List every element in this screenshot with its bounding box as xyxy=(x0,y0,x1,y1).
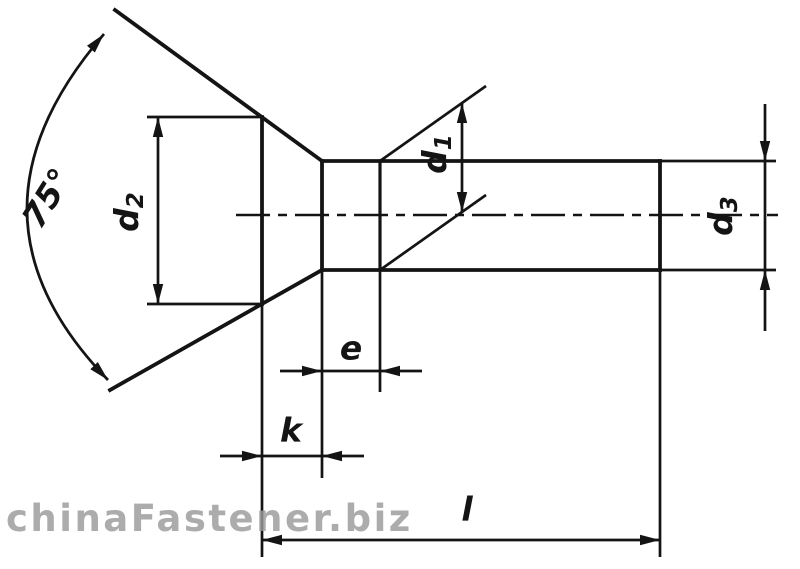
cone-lower-slant-line xyxy=(107,267,325,393)
l-dimension: l xyxy=(260,270,662,557)
d1-extension-lower xyxy=(379,193,487,272)
d2-label-sub: 2 xyxy=(123,192,149,208)
watermark-text: chinaFastener.biz xyxy=(6,497,413,540)
d3-label-sub: 3 xyxy=(717,196,743,212)
d3-dimension: d3 xyxy=(660,104,776,331)
d1-extension-upper xyxy=(379,84,487,163)
d3-label-base: d xyxy=(701,212,740,236)
d2-dimension: d2 xyxy=(107,115,262,306)
l-label: l xyxy=(461,490,473,529)
part-outline xyxy=(107,7,662,393)
k-dimension: k xyxy=(220,411,364,462)
d3-label: d3 xyxy=(701,196,744,236)
d2-label: d2 xyxy=(107,192,150,232)
d2-label-base: d xyxy=(107,208,146,232)
e-label: e xyxy=(340,329,362,368)
d1-label: d1 xyxy=(415,134,458,174)
d1-label-base: d xyxy=(415,150,454,174)
angle-arc xyxy=(25,33,109,381)
k-label: k xyxy=(280,411,304,450)
d1-dimension: d1 xyxy=(379,84,487,272)
cone-upper-slant-line xyxy=(112,7,325,164)
e-dimension: e xyxy=(280,270,422,478)
d1-label-sub: 1 xyxy=(431,134,457,150)
